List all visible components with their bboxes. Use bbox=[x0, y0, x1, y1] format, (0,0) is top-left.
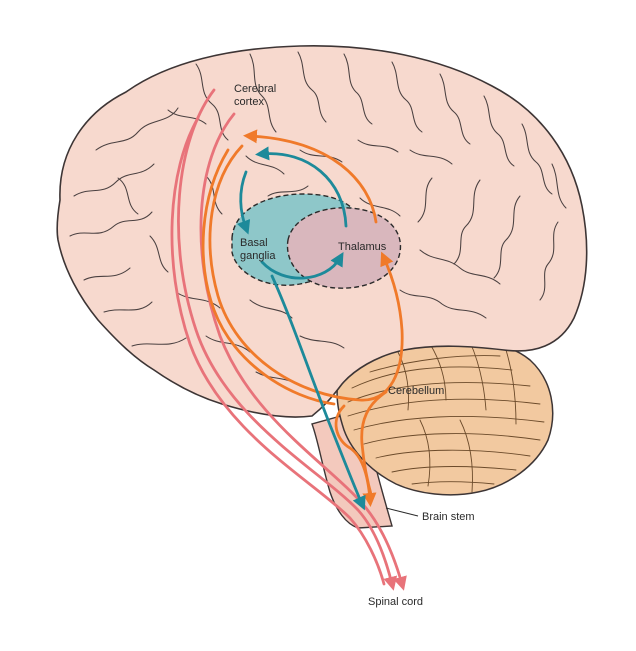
thalamus bbox=[286, 207, 402, 289]
label-basal-ganglia-2: ganglia bbox=[240, 250, 276, 262]
teal-basal-ganglia-pathway bbox=[236, 146, 366, 511]
label-spinal-cord: Spinal cord bbox=[368, 596, 423, 608]
label-cerebral-cortex-2: cortex bbox=[234, 96, 264, 108]
label-brain-stem: Brain stem bbox=[422, 511, 475, 523]
cerebellum-folia bbox=[347, 341, 545, 493]
brain-stem-leader-line bbox=[385, 507, 419, 517]
label-cerebral-cortex-1: Cerebral bbox=[234, 83, 276, 95]
label-cerebellum: Cerebellum bbox=[388, 385, 444, 397]
cortex-gyri bbox=[69, 51, 567, 387]
label-thalamus: Thalamus bbox=[338, 241, 387, 253]
orange-cerebellar-pathway bbox=[201, 129, 404, 507]
cerebellum bbox=[336, 338, 554, 496]
pink-corticospinal-pathway bbox=[170, 88, 407, 591]
label-basal-ganglia-1: Basal bbox=[240, 237, 268, 249]
